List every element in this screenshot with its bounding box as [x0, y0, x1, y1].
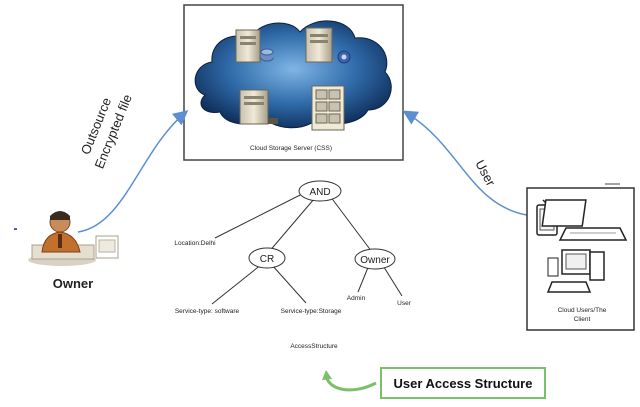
leaf-user: User	[397, 300, 412, 307]
access-structure-caption: AccessStructure	[290, 343, 338, 350]
outsource-arrow	[77, 110, 189, 233]
tree-node-or-label: CR	[260, 254, 274, 265]
tree-node-owner-label: Owner	[360, 255, 390, 266]
desktop-computer-icon	[546, 249, 605, 293]
user-arrow	[402, 110, 528, 216]
edge-mark	[14, 228, 17, 230]
tree-node-and	[298, 180, 342, 202]
server-rack-icon	[311, 85, 345, 131]
laptop-icon	[541, 199, 628, 241]
leaf-location: Location:Delhi	[174, 240, 215, 247]
owner-label: Owner	[53, 276, 93, 291]
legend-arrow	[324, 375, 377, 392]
owner-person-icon	[28, 211, 119, 266]
tree-node-owner	[354, 248, 396, 270]
server-icon	[239, 89, 278, 125]
tree-node-or	[248, 247, 286, 269]
client-caption-line2: Client	[574, 316, 591, 323]
server-icon	[305, 27, 351, 64]
client-caption-line1: Cloud Users/The	[558, 307, 607, 314]
client-panel: Cloud Users/The Client	[526, 187, 635, 331]
user-access-structure-label: User Access Structure	[380, 367, 546, 399]
server-icon	[235, 29, 274, 63]
leaf-software: Service-type: software	[175, 308, 240, 315]
cloud-storage-panel: Cloud Storage Server (CSS)	[183, 4, 404, 161]
leaf-admin: Admin	[347, 295, 366, 302]
cloud-caption: Cloud Storage Server (CSS)	[250, 145, 332, 152]
access-tree: AND CR Owner Location:Delhi Service-type…	[174, 180, 412, 350]
legend-arrow-head	[322, 370, 332, 380]
tree-node-and-label: AND	[309, 187, 330, 198]
leaf-storage: Service-type:Storage	[281, 308, 342, 315]
